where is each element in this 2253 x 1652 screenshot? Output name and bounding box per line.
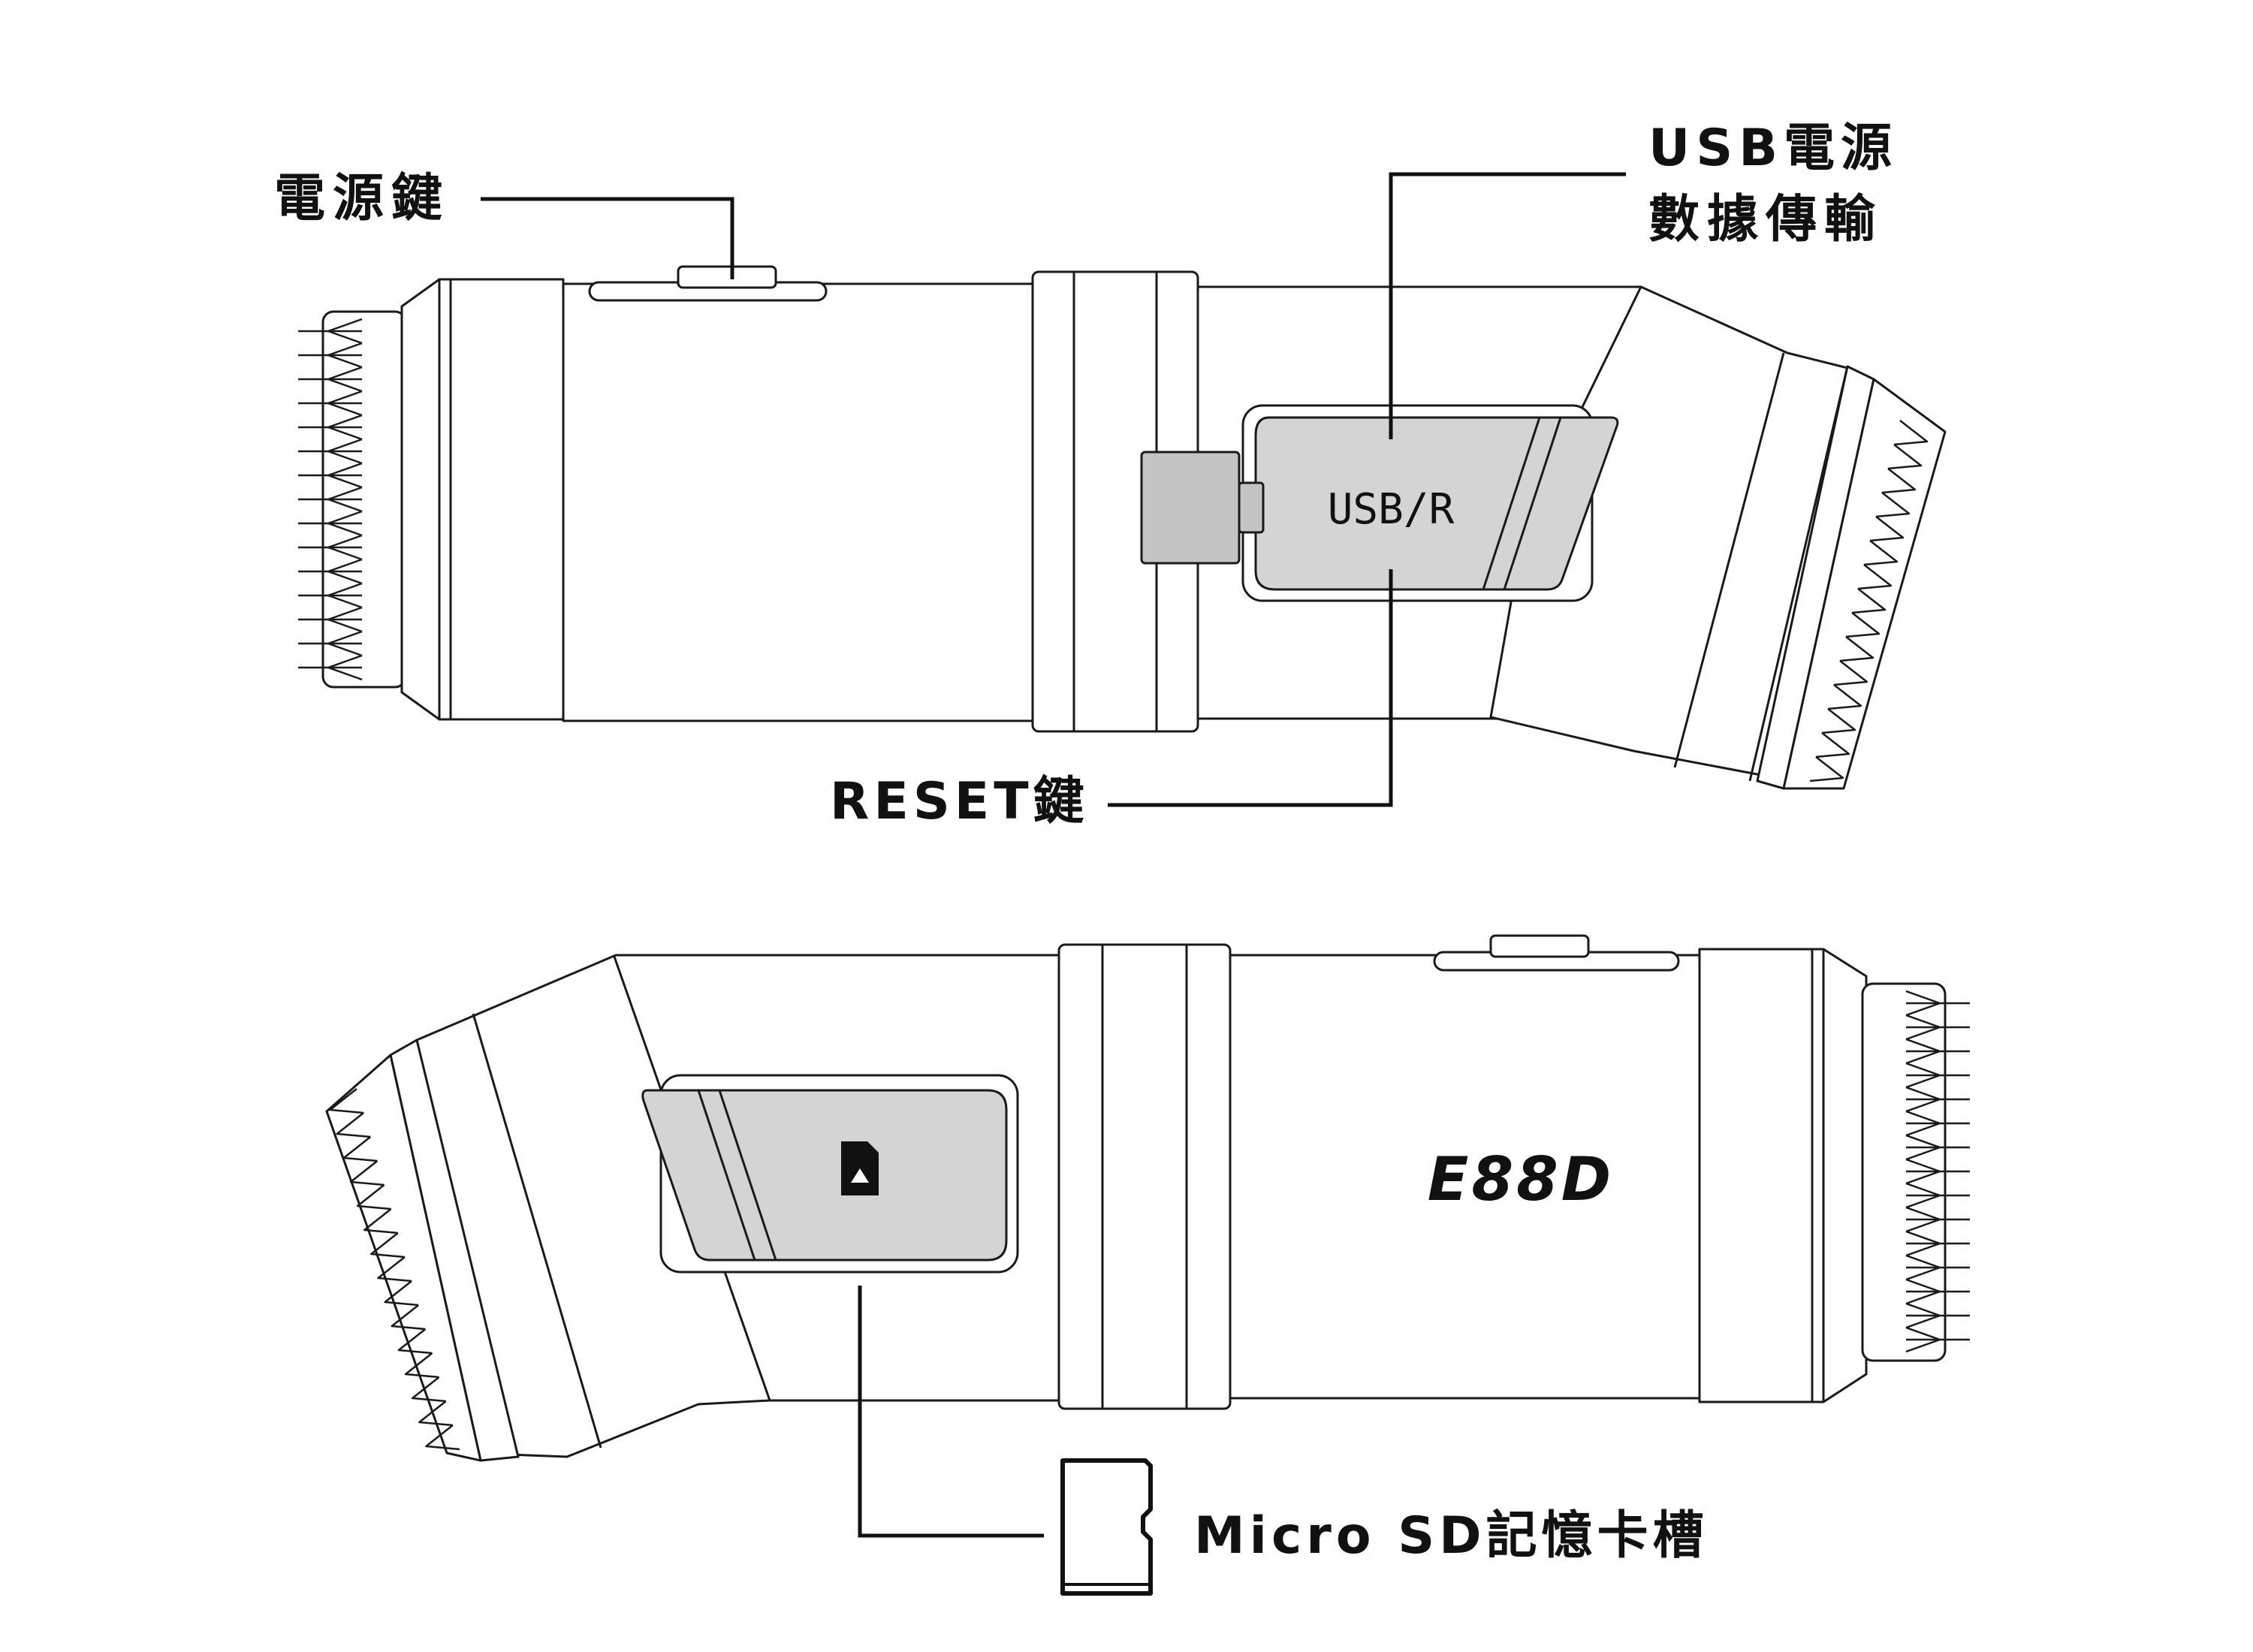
microsd-slot-icon	[841, 1141, 879, 1195]
power-key-label: 電源鍵	[274, 169, 450, 228]
bottom-front-band	[1698, 948, 1825, 1403]
model-logo: E88D	[1428, 1144, 1614, 1214]
top-back-band	[438, 278, 565, 721]
bottom-middle-band	[1057, 943, 1232, 1410]
bottom-front-cap	[1822, 948, 1868, 1403]
reset-leader	[1108, 569, 1393, 807]
top-back-knurled-ring	[298, 310, 407, 689]
microsd-leader	[858, 1286, 1044, 1538]
knurl-tooth	[1881, 468, 1917, 494]
knurl-tooth	[1863, 540, 1899, 566]
knurl-tooth	[356, 1184, 391, 1210]
knurl-tooth	[1875, 492, 1911, 518]
knurl-tooth	[384, 1280, 419, 1307]
knurl-tooth	[411, 1376, 446, 1403]
knurl-tooth	[1851, 588, 1887, 614]
knurl-tooth	[1887, 444, 1923, 470]
bottom-main-body	[1229, 954, 1701, 1400]
knurl-tooth	[425, 1424, 460, 1451]
knurl-tooth	[377, 1256, 412, 1283]
microsd-slot-label: Micro SD記憶卡槽	[1194, 1506, 1709, 1566]
knurl-tooth	[1839, 636, 1874, 662]
usb-leader	[1389, 172, 1626, 439]
knurl-tooth	[397, 1328, 433, 1355]
top-main-body	[562, 282, 1034, 722]
usb-plug[interactable]	[1140, 451, 1241, 565]
knurl-tooth	[1893, 420, 1929, 446]
usb-plug-tip	[1238, 481, 1265, 534]
knurl-tooth	[336, 1112, 371, 1138]
usb-power-label-line2: 數據傳輸	[1648, 190, 1883, 249]
knurl-tooth	[1857, 564, 1893, 590]
bottom-camera: E88D	[325, 934, 1970, 1462]
knurl-tooth	[1809, 756, 1844, 782]
power-key-leader	[481, 197, 734, 279]
knurl-tooth	[1821, 708, 1856, 734]
top-camera: USB/R	[298, 265, 1947, 790]
knurl-tooth	[329, 1088, 364, 1114]
usb-power-label-line1: USB電源	[1648, 119, 1898, 178]
bottom-power-button[interactable]	[1489, 934, 1590, 958]
reset-key-label: RESET鍵	[830, 772, 1089, 831]
knurl-tooth	[1815, 732, 1850, 758]
bottom-front-knurled-ring	[1861, 982, 1970, 1362]
knurl-tooth	[342, 1136, 378, 1162]
leader-lines	[481, 172, 1626, 1538]
knurl-tooth	[1845, 612, 1881, 638]
knurl-tooth	[363, 1208, 398, 1234]
usb-door-panel[interactable]	[1254, 416, 1619, 591]
knurl-tooth	[370, 1232, 406, 1259]
knurl-tooth	[1833, 660, 1868, 686]
knurl-tooth	[404, 1352, 439, 1379]
knurl-tooth	[349, 1160, 385, 1186]
knurl-tooth	[1869, 516, 1905, 542]
top-back-cap	[400, 278, 441, 721]
knurl-tooth	[391, 1304, 426, 1331]
knurl-tooth	[1827, 684, 1862, 710]
usb-port-label: USB/R	[1328, 485, 1455, 534]
top-power-button[interactable]	[677, 265, 777, 289]
sd-door-panel[interactable]	[641, 1089, 1008, 1262]
microsd-card-icon	[1060, 1458, 1153, 1596]
knurl-tooth	[418, 1400, 453, 1427]
